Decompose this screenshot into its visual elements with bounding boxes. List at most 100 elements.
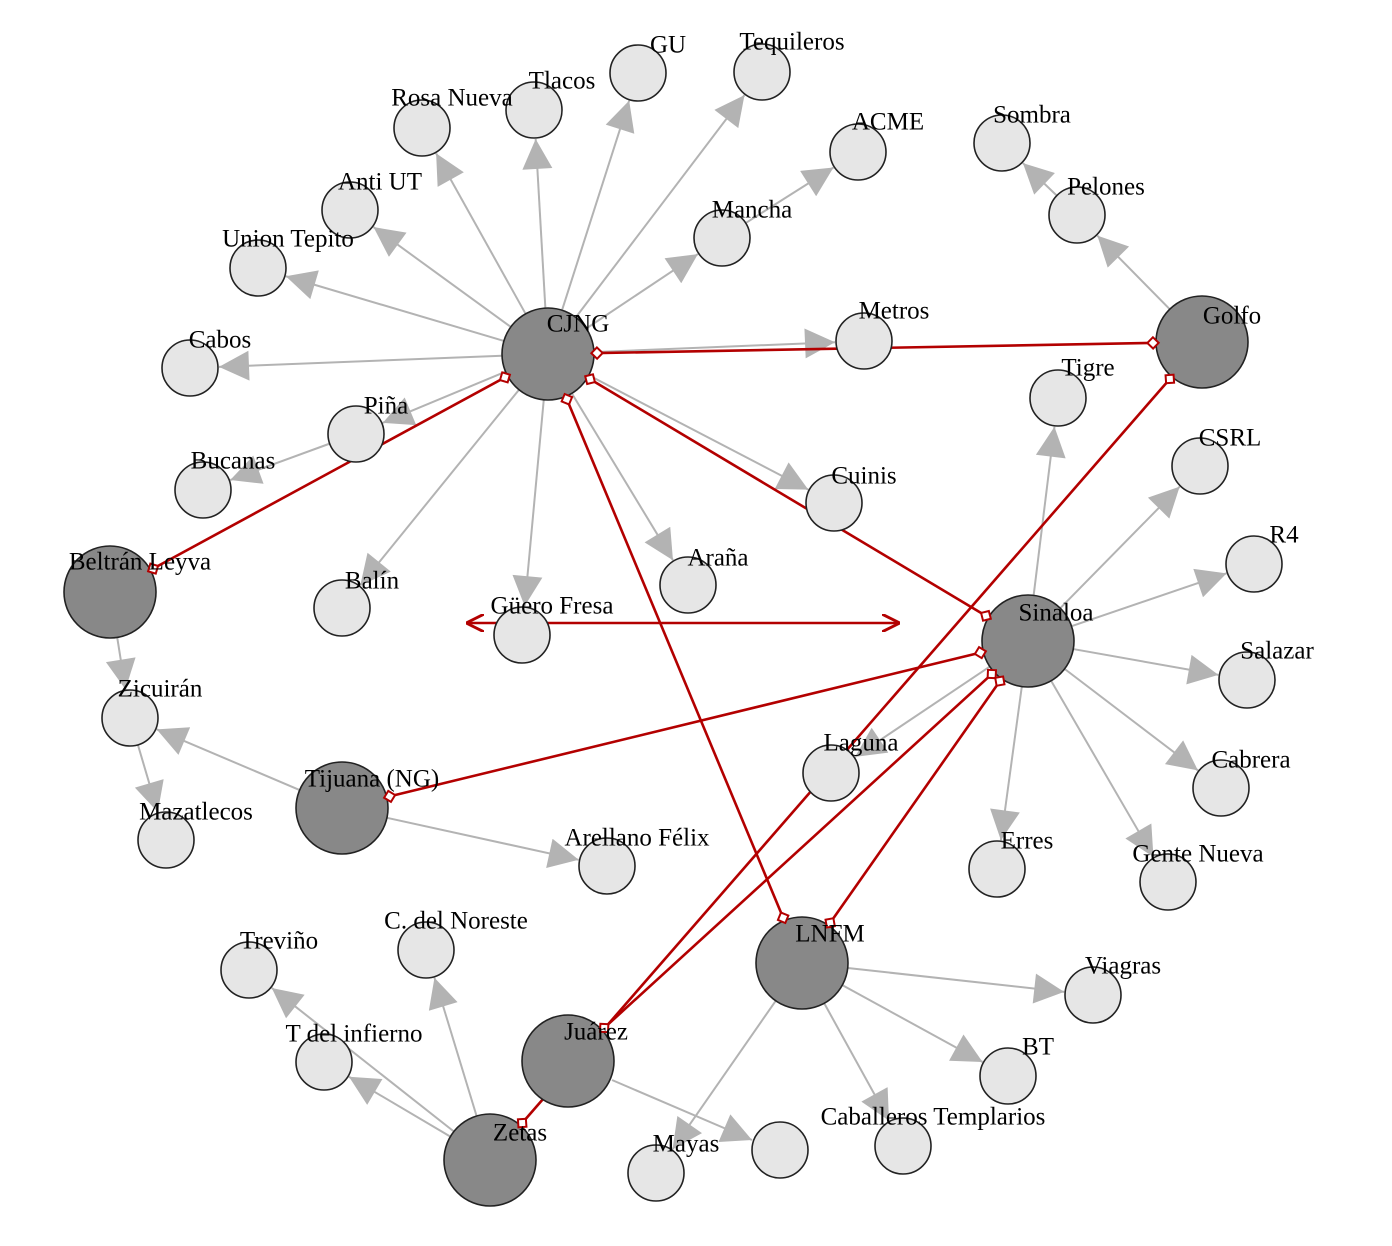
gray-edge-cjng-metros <box>593 328 836 359</box>
gray-edge-sinaloa-laguna <box>854 665 991 758</box>
node-label-cjng: CJNG <box>547 311 610 338</box>
red-edge-endpoint-0-1 <box>589 346 605 361</box>
node-lnfm <box>755 916 849 1010</box>
gray-edge-mancha-acme <box>745 166 835 224</box>
node-cuinis <box>805 474 863 532</box>
red-edge-endpoint-4-1 <box>516 1117 528 1129</box>
node-label-zetas: Zetas <box>493 1120 547 1147</box>
node-label-balin: Balín <box>345 568 400 595</box>
node-laguna <box>802 744 860 802</box>
node-label-bt: BT <box>1022 1034 1054 1061</box>
red-edge-endpoint-6-1 <box>598 1022 610 1034</box>
node-label-zicuiran: Zicuirán <box>118 676 203 703</box>
node-erres <box>968 840 1026 898</box>
node-cdelnoreste <box>397 921 455 979</box>
node-zicuiran <box>101 689 159 747</box>
gray-edge-zetas-trevino <box>271 987 455 1133</box>
gray-edge-lnfm-mayas <box>671 1000 777 1150</box>
node-label-tijuana: Tijuana (NG) <box>305 766 440 793</box>
gray-edge-sinaloa-csrl <box>1059 485 1181 609</box>
node-balin <box>313 579 371 637</box>
node-r4 <box>1225 535 1283 593</box>
gray-edge-lnfm-viagras <box>847 967 1065 1004</box>
gray-edge-pina-bucanas <box>229 442 331 484</box>
red-edge-cjng-lnfm <box>565 398 785 919</box>
gray-edge-cjng-uniontepito <box>285 270 505 342</box>
node-label-uniontepito: Union Tepito <box>222 226 354 253</box>
gray-edge-sinaloa-cabrera <box>1063 668 1199 772</box>
node-label-salazar: Salazar <box>1240 638 1314 665</box>
gray-edge-juarez-unnamed <box>611 1079 753 1142</box>
node-metros <box>835 312 893 370</box>
node-tijuana <box>295 761 389 855</box>
node-salazar <box>1218 651 1276 709</box>
node-antiut <box>321 181 379 239</box>
gray-edge-golfo-pelones <box>1096 234 1171 310</box>
red-edges-layer <box>152 341 1171 1124</box>
node-label-mazatlecos: Mazatlecos <box>139 799 253 826</box>
gray-edge-sinaloa-tigre <box>1032 426 1066 596</box>
node-uniontepito <box>229 239 287 297</box>
node-sinaloa <box>981 594 1075 688</box>
node-label-acme: ACME <box>852 109 924 136</box>
gray-edges-layer <box>105 94 1227 1150</box>
red-edge-endpoint-5-1 <box>382 789 397 804</box>
gray-edge-beltranleyva-zicuiran <box>105 637 136 690</box>
node-juarez <box>521 1014 615 1108</box>
node-trevino <box>220 941 278 999</box>
gray-edge-cjng-balin <box>359 389 520 587</box>
node-label-pina: Piña <box>364 393 408 420</box>
node-label-cabos: Cabos <box>189 327 252 354</box>
node-tdelinfierno <box>295 1033 353 1091</box>
node-cabos <box>161 339 219 397</box>
node-label-metros: Metros <box>859 298 930 325</box>
node-label-juarez: Juárez <box>564 1019 628 1046</box>
node-label-sombra: Sombra <box>993 102 1071 129</box>
node-viagras <box>1064 966 1122 1024</box>
node-label-cabrera: Cabrera <box>1211 747 1290 774</box>
node-label-arellanofelix: Arellano Félix <box>564 825 710 852</box>
node-label-caballerostemplarios: Caballeros Templarios <box>821 1104 1046 1131</box>
node-gu <box>609 44 667 102</box>
gray-edge-sinaloa-r4 <box>1071 568 1227 628</box>
node-label-guerofresa: Güero Fresa <box>491 593 614 620</box>
node-csrl <box>1171 437 1229 495</box>
node-tlacos <box>505 81 563 139</box>
node-label-mayas: Mayas <box>653 1131 720 1158</box>
node-label-tigre: Tigre <box>1061 355 1114 382</box>
gray-edge-sinaloa-erres <box>990 686 1023 841</box>
gray-edge-cjng-mancha <box>585 253 699 330</box>
node-label-r4: R4 <box>1269 522 1299 549</box>
red-edge-endpoint-7-0 <box>994 675 1006 687</box>
gray-edge-sinaloa-salazar <box>1073 648 1219 685</box>
node-label-arana: Araña <box>687 545 748 572</box>
node-zetas <box>443 1113 537 1207</box>
node-mayas <box>627 1144 685 1202</box>
gray-edge-cjng-guerofresa <box>512 399 545 607</box>
node-label-cuinis: Cuinis <box>831 463 896 490</box>
node-label-trevino: Treviño <box>240 928 318 955</box>
gray-edge-tijuana-zicuiran <box>156 727 301 791</box>
node-label-golfo: Golfo <box>1203 303 1261 330</box>
node-arana <box>659 556 717 614</box>
node-label-rosanueva: Rosa Nueva <box>391 85 513 112</box>
node-guerofresa <box>493 606 551 664</box>
gray-edge-cjng-antiut <box>372 226 512 328</box>
node-acme <box>829 123 887 181</box>
red-edge-sinaloa-tijuana <box>389 651 981 798</box>
red-edge-endpoint-2-0 <box>583 373 597 386</box>
gray-edge-cjng-pina <box>382 370 506 426</box>
red-marker-layer <box>146 335 1176 1129</box>
gray-edge-cjng-tequileros <box>575 94 746 318</box>
node-label-beltranleyva: Beltrán Leyva <box>69 549 211 576</box>
node-label-sinaloa: Sinaloa <box>1019 600 1094 627</box>
node-label-tlacos: Tlacos <box>529 68 596 95</box>
node-pelones <box>1048 186 1106 244</box>
node-label-pelones: Pelones <box>1067 174 1145 201</box>
red-edge-endpoint-7-1 <box>824 917 836 929</box>
gray-edge-cjng-gu <box>561 100 635 311</box>
gray-edge-sinaloa-gentenueva <box>1050 680 1155 858</box>
node-mancha <box>693 209 751 267</box>
